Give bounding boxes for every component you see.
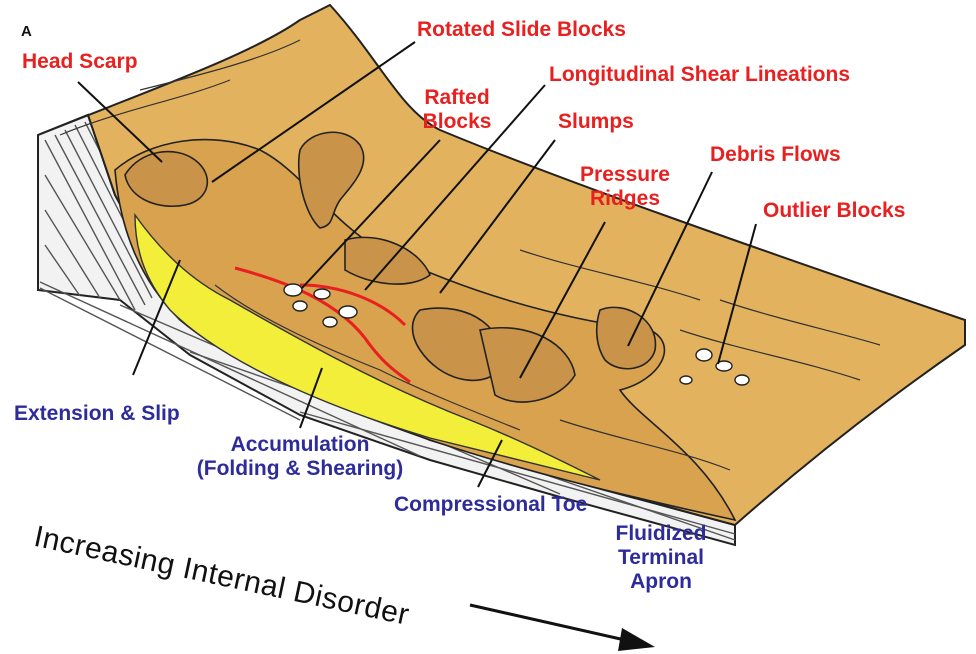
label-extension-slip: Extension & Slip xyxy=(14,402,180,426)
label-rafted-blocks: Rafted Blocks xyxy=(412,86,502,134)
panel-letter: A xyxy=(21,20,32,44)
label-longitudinal-shear-lineations: Longitudinal Shear Lineations xyxy=(549,63,850,87)
label-outlier-blocks: Outlier Blocks xyxy=(763,199,905,223)
label-pressure-ridges: Pressure Ridges xyxy=(570,163,680,211)
label-slumps: Slumps xyxy=(558,110,634,134)
label-rotated-slide-blocks: Rotated Slide Blocks xyxy=(417,18,626,42)
label-debris-flows: Debris Flows xyxy=(710,143,841,167)
trend-arrow xyxy=(470,605,655,651)
label-compressional-toe: Compressional Toe xyxy=(394,493,587,517)
label-fluidized-terminal-apron: Fluidized Terminal Apron xyxy=(605,522,717,594)
label-head-scarp: Head Scarp xyxy=(22,50,138,74)
label-accumulation: Accumulation (Folding & Shearing) xyxy=(170,433,430,481)
